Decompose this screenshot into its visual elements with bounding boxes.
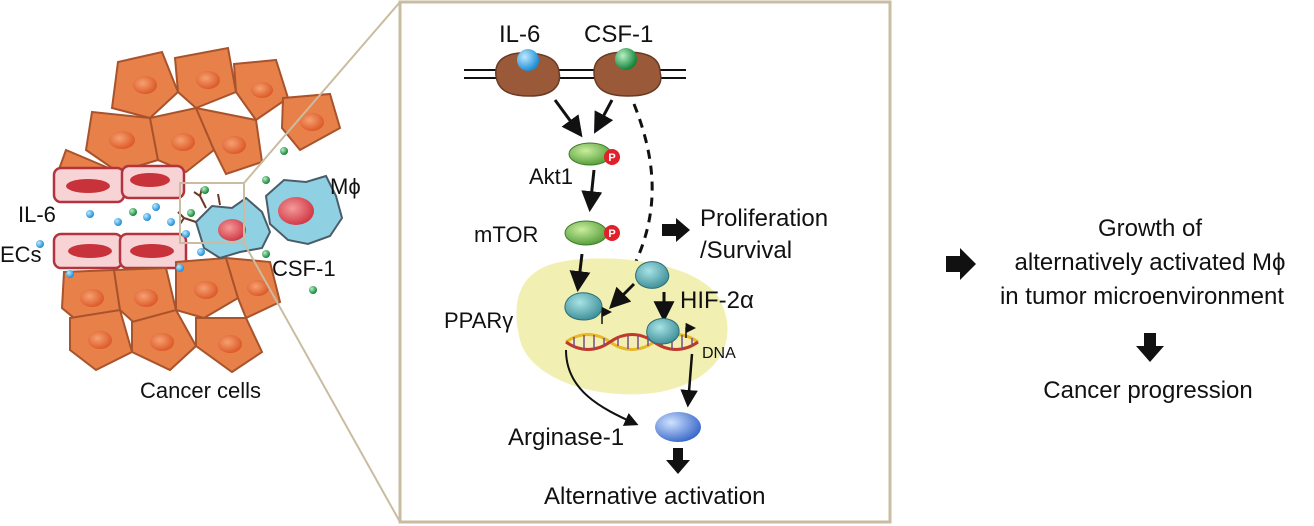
il6-ligand <box>517 49 539 71</box>
cancer-nucleus <box>194 281 218 299</box>
csf1-dot <box>129 208 137 216</box>
alternative-activation-label: Alternative activation <box>544 483 765 510</box>
arrow-hif2a-to-arginase <box>680 353 698 408</box>
arrow-akt1-to-mtor <box>581 169 603 213</box>
cancer-progression-label: Cancer progression <box>1043 377 1252 404</box>
arrow-pparg-to-arginase <box>565 349 639 426</box>
receptor-il6-label: IL-6 <box>499 21 540 48</box>
macrophage <box>194 196 272 260</box>
csf1-dot <box>262 250 270 258</box>
cancer-nucleus <box>222 136 246 154</box>
macrophage-nucleus <box>278 197 314 225</box>
il6-dot <box>114 218 122 226</box>
arginase-label: Arginase-1 <box>508 424 624 451</box>
il6-dot <box>167 218 175 226</box>
macrophage <box>264 174 344 246</box>
receptor-csf1-label: CSF-1 <box>584 21 653 48</box>
pathway-panel: IL-6 CSF-1 P Akt1 P mTOR Proliferation /… <box>398 0 892 524</box>
csf1-dot <box>280 147 288 155</box>
csf1-dot <box>187 209 195 217</box>
phospho-badge <box>604 149 620 165</box>
il6-dot <box>66 270 74 278</box>
tissue-illustration: IL-6 ECs Mϕ CSF-1 Cancer cells <box>0 1 401 523</box>
il6-dot <box>176 264 184 272</box>
arrow-to-alternative-activation <box>666 448 690 474</box>
arrow-to-outcome <box>946 248 976 280</box>
cancer-nucleus <box>88 331 112 349</box>
ecs-label: ECs <box>0 242 42 267</box>
outcome-line2: alternatively activated Mϕ <box>1015 249 1286 276</box>
cancer-nucleus <box>300 113 324 131</box>
phospho-label: P <box>608 228 615 240</box>
mtor-label: mTOR <box>474 222 538 247</box>
phospho-label: P <box>608 152 615 164</box>
arrow-il6-to-akt1 <box>553 99 583 138</box>
cancer-nucleus <box>80 289 104 307</box>
csf1-dot <box>309 286 317 294</box>
arrow-to-progression <box>1136 333 1164 362</box>
dna-label: DNA <box>702 345 736 362</box>
cancer-nucleus <box>171 133 195 151</box>
cancer-nucleus <box>196 71 220 89</box>
macrophage-label: Mϕ <box>330 174 361 199</box>
arrow-csf1-to-akt1 <box>594 99 614 134</box>
cancer-nucleus <box>150 333 174 351</box>
cancer-nucleus <box>133 76 157 94</box>
il6-dot <box>143 213 151 221</box>
cancer-nucleus <box>218 335 242 353</box>
arrow-to-proliferation <box>662 218 690 242</box>
cancer-nucleus <box>251 82 273 98</box>
cancer-cells-label: Cancer cells <box>140 378 261 403</box>
cancer-nucleus <box>247 280 269 296</box>
il6-dot <box>36 240 44 248</box>
pparg-transcription-arrow <box>601 306 613 324</box>
ec-nucleus <box>68 244 112 258</box>
zoom-callout <box>179 1 401 523</box>
outcome-panel: Growth of alternatively activated Mϕ in … <box>946 215 1285 404</box>
arrow-mtor-to-pparg <box>569 253 591 293</box>
il6-dot <box>197 248 205 256</box>
nucleus-region <box>516 258 728 395</box>
csf1-molecules <box>129 147 317 294</box>
ec-nucleus <box>130 244 174 258</box>
ec-nucleus <box>130 173 170 187</box>
hif2a-bound-protein <box>646 318 680 345</box>
survival-label: /Survival <box>700 237 792 264</box>
hif2a-protein <box>635 261 670 289</box>
macrophage-nucleus <box>218 219 246 241</box>
il6-label: IL-6 <box>18 202 56 227</box>
il6-dot <box>152 203 160 211</box>
ec-nucleus <box>66 179 110 193</box>
arginase-protein <box>655 412 701 442</box>
akt1-protein: P <box>568 142 620 166</box>
outcome-line1: Growth of <box>1098 215 1202 242</box>
csf1-dot <box>262 176 270 184</box>
csf1-ligand <box>615 48 637 70</box>
pparg-label: PPARγ <box>444 308 513 333</box>
proliferation-label: Proliferation <box>700 205 828 232</box>
il6-receptor <box>495 49 561 97</box>
csf1-receptor <box>593 48 662 97</box>
akt1-label: Akt1 <box>529 164 573 189</box>
endothelial-cells <box>52 164 188 270</box>
outcome-line3: in tumor microenvironment <box>1000 283 1284 310</box>
il6-dot <box>182 230 190 238</box>
il6-dot <box>86 210 94 218</box>
arrow-hif2a-to-pparg <box>609 282 636 309</box>
csf1-label: CSF-1 <box>272 256 336 281</box>
cancer-cells-lower <box>60 256 282 374</box>
mtor-protein: P <box>564 220 620 246</box>
hif2a-label: HIF-2α <box>680 287 754 314</box>
cancer-nucleus <box>134 289 158 307</box>
hif2a-transcription-arrow <box>685 322 697 338</box>
il6-molecules <box>36 203 205 278</box>
csf1-dot <box>201 186 209 194</box>
cancer-nucleus <box>109 131 135 149</box>
pparg-protein <box>564 292 603 321</box>
phospho-badge <box>604 225 620 241</box>
